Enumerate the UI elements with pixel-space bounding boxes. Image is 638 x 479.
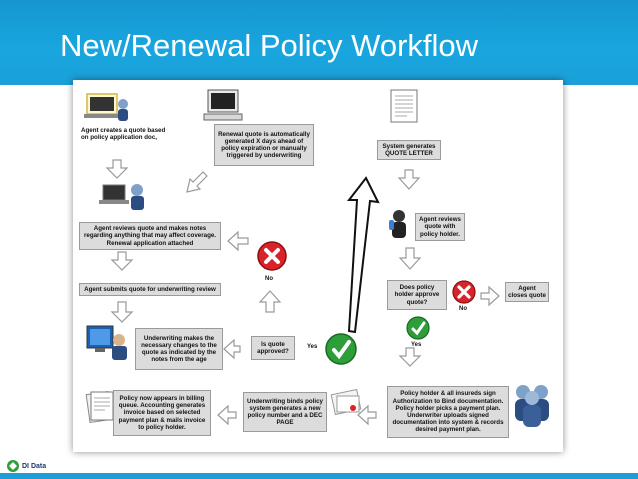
slide-footer-bar [0, 473, 638, 479]
arrow-left-approved [223, 338, 241, 360]
agent-phone-icon [389, 210, 406, 238]
no-red-x-icon-right [452, 280, 476, 304]
desktop-computer-icon [203, 89, 243, 121]
underwriter-monitor-icon [86, 325, 127, 360]
box-agent-closes: Agent closes quote [505, 282, 549, 302]
label-no-right: No [459, 306, 467, 312]
no-red-x-icon [257, 241, 287, 271]
arrow-left-billing [217, 404, 237, 426]
box-underwriting-binds: Underwriting binds policy system generat… [243, 392, 327, 432]
box-agent-reviews-notes: Agent reviews quote and makes notes rega… [79, 222, 221, 250]
logo-icon [7, 460, 19, 472]
arrow-right-close [480, 285, 500, 307]
big-arrow-to-system [346, 176, 380, 334]
agent-laptop-icon [99, 184, 144, 210]
document-icon [390, 89, 418, 123]
company-logo: DI Data [6, 459, 46, 473]
box-system-generates: System generates QUOTE LETTER [377, 140, 441, 160]
arrow-down-3 [110, 301, 134, 323]
arrow-down-1 [105, 159, 129, 179]
box-policy-billing: Policy now appears in billing queue. Acc… [113, 390, 211, 436]
arrow-down-system [397, 169, 421, 190]
box-renewal-auto: Renewal quote is automatically generated… [214, 124, 314, 166]
certificate-icon [330, 388, 362, 416]
laptop-icon [84, 93, 128, 121]
arrow-left-binds [357, 404, 377, 426]
slide-header [0, 0, 638, 85]
box-agent-reviews-quote: Agent reviews quote with policy holder. [415, 213, 465, 241]
label-yes-left: Yes [307, 344, 318, 350]
arrow-down-yes [398, 347, 422, 367]
label-yes-right: Yes [411, 342, 422, 348]
box-agent-creates: Agent creates a quote based on policy ap… [81, 126, 166, 141]
box-holder-signs: Policy holder & all insureds sign Author… [387, 386, 509, 438]
box-does-holder-approve: Does policy holder approve quote? [387, 280, 447, 310]
logo-text: DI Data [22, 462, 47, 470]
box-underwriting-changes: Underwriting makes the necessary changes… [135, 328, 223, 370]
arrow-down-2 [110, 251, 134, 271]
diagram-graphics [84, 89, 549, 427]
arrow-up-no [258, 290, 282, 313]
slide-title: New/Renewal Policy Workflow [60, 28, 479, 63]
box-is-quote-approved: Is quote approved? [251, 336, 295, 360]
arrow-left-to-review [227, 230, 249, 252]
arrow-down-review [398, 247, 422, 270]
box-agent-submits: Agent submits quote for underwriting rev… [79, 283, 221, 296]
workflow-diagram: Agent creates a quote based on policy ap… [73, 80, 563, 452]
yes-green-check-icon [325, 333, 357, 365]
invoice-document-icon [85, 391, 114, 423]
people-group-icon [515, 385, 549, 427]
yes-green-check-icon-right [406, 316, 430, 340]
arrow-diag-renewal [186, 171, 208, 193]
label-no-left: No [265, 276, 273, 282]
